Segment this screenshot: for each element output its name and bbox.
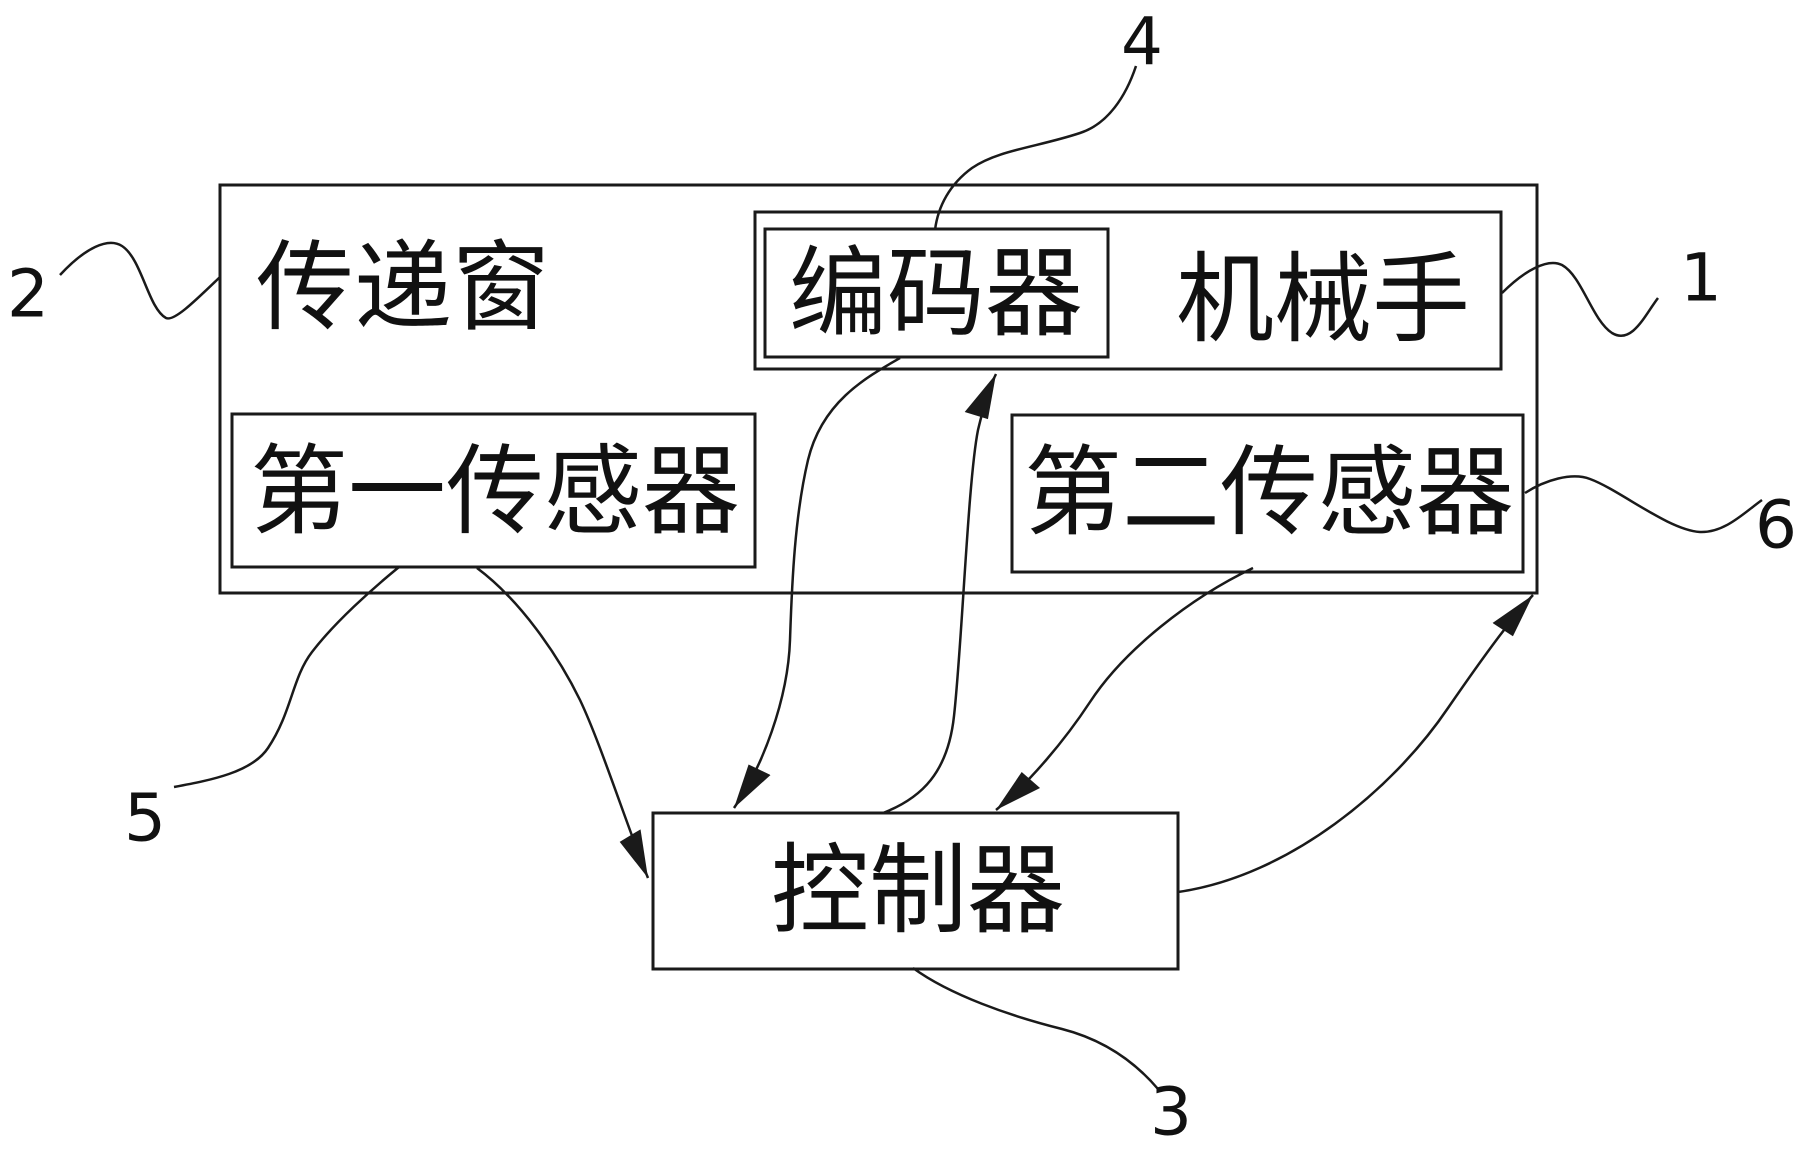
leader-line-1 [1501, 261, 1659, 337]
leader-line-5 [173, 566, 400, 789]
transfer-window-label: 传递窗 [256, 231, 550, 345]
ref-num-3-controller: 3 [1150, 1074, 1192, 1151]
ref-num-2-transfer-window: 2 [7, 256, 49, 333]
leader-line-2 [59, 241, 221, 320]
ref-num-4-encoder: 4 [1121, 4, 1163, 81]
manipulator-label: 机械手 [1176, 243, 1470, 357]
leader-line-4 [933, 65, 1138, 231]
ref-num-5-first-sensor: 5 [124, 780, 166, 857]
first-sensor-box [230, 412, 757, 569]
controller-label: 控制器 [771, 834, 1065, 948]
arrow-controller-to-second-sensor [1177, 594, 1534, 894]
arrow-controller-to-encoder [882, 373, 998, 815]
arrow-encoder-to-controller [732, 356, 901, 809]
second-sensor-box [1010, 413, 1525, 574]
encoder-box [763, 227, 1110, 359]
leader-line-6 [1524, 475, 1763, 534]
arrow-first-sensor-to-controller [476, 566, 650, 879]
ref-num-1-manipulator: 1 [1680, 240, 1722, 317]
leader-line-3 [912, 966, 1159, 1090]
first-sensor-label: 第一传感器 [250, 435, 740, 549]
encoder-label: 编码器 [789, 237, 1083, 351]
second-sensor-label: 第二传感器 [1024, 436, 1514, 550]
arrow-second-sensor-to-controller [995, 566, 1254, 811]
controller-box [651, 811, 1180, 971]
ref-num-6-second-sensor: 6 [1755, 487, 1797, 564]
